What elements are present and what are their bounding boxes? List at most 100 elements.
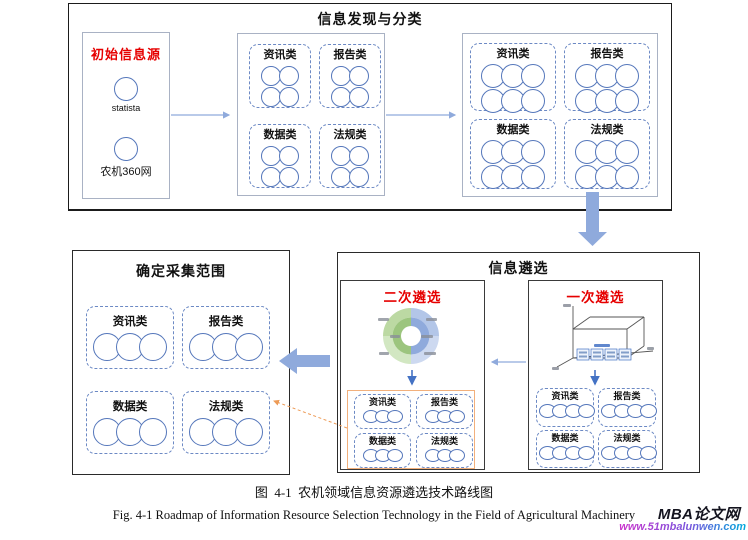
category-label: 资讯类 [551,391,579,401]
resource-circle [279,66,299,87]
category-box: 资讯类 [249,44,311,108]
category-circles [355,447,410,463]
category-box: 法规类 [319,124,381,188]
resource-circle [349,87,369,108]
category-circles [320,143,380,188]
watermark-site-url: www.51mbalunwen.com [619,521,746,533]
category-circles [565,138,649,190]
secondary-result-box: 资讯类 报告类 数据类 法规类 [347,390,475,469]
category-label: 报告类 [430,397,458,407]
category-box: 法规类 [598,430,657,468]
category-circles [250,143,310,188]
tiny-label [563,304,571,307]
resource-circle [261,87,281,108]
watermark-site-name: MBA论文网 [657,506,740,523]
resource-circle [448,449,465,463]
category-circles [599,444,657,461]
resource-circle [235,418,263,447]
category-circles [355,408,410,424]
donut-segment [411,317,430,355]
resource-circle [349,66,369,87]
category-label: 资讯类 [368,397,396,407]
resource-circle [521,140,545,165]
category-box: 法规类 [416,433,473,468]
resource-circle [331,87,351,108]
category-box: 法规类 [182,391,270,454]
resource-circle [386,410,403,424]
category-circles [471,62,555,114]
resource-circle [575,64,599,89]
resource-circle [640,404,657,419]
resource-circle [279,146,299,167]
tiny-label [390,335,400,338]
donut-segment [411,308,439,336]
source-label: statista [111,103,141,113]
scope-title: 确定采集范围 [136,263,226,279]
resource-circle [349,167,369,188]
resource-circle [331,167,351,188]
resource-circle [279,87,299,108]
donut-segment [383,308,411,336]
resource-circle [615,64,639,89]
resource-circle [279,167,299,188]
category-label: 法规类 [208,401,244,413]
category-box: 报告类 [319,44,381,108]
category-label: 数据类 [112,401,148,413]
cube-axis-labels [552,304,654,370]
resource-circle [139,418,167,447]
category-box: 数据类 [536,430,595,468]
category-box: 数据类 [86,391,174,454]
resource-circle [615,140,639,165]
resource-circle [261,167,281,188]
scope-section: 确定采集范围 资讯类 报告类 数据类 法规类 [72,250,290,475]
donut-segment [383,336,411,364]
category-circles [471,138,555,190]
resource-circle [261,66,281,87]
category-box: 报告类 [598,388,657,427]
category-box: 资讯类 [354,394,411,429]
initial-source-title: 初始信息源 [90,47,161,62]
resource-circle [578,404,595,419]
category-circles [183,329,269,362]
cube-item-box [590,348,604,361]
resource-circle [521,89,545,114]
category-circles [599,402,657,419]
figure-caption-en: Fig. 4-1 Roadmap of Information Resource… [112,508,636,522]
category-box: 报告类 [182,306,270,369]
category-box: 数据类 [249,124,311,188]
category-box: 资讯类 [86,306,174,369]
tiny-label [552,367,559,370]
donut-segment-labels [378,318,437,355]
category-label: 报告类 [613,391,641,401]
category-circles [87,329,173,362]
resource-circle [615,89,639,114]
resource-circle [615,165,639,190]
initial-source-box: 初始信息源 statista 农机360网 [82,32,170,199]
resource-circle [578,446,595,461]
resource-circle [261,146,281,167]
figure-caption-zh: 图 4-1 农机领域信息资源遴选技术路线图 [254,485,494,500]
category-label: 报告类 [208,316,244,328]
tiny-label [426,318,437,321]
category-label: 数据类 [368,436,396,446]
category-circles [417,408,472,424]
resource-circle [386,449,403,463]
category-circles [87,414,173,447]
category-box: 法规类 [564,119,650,190]
category-label: 资讯类 [263,49,297,61]
donut-segment [411,336,439,364]
tiny-label [424,352,436,355]
resource-circle [521,64,545,89]
cube-item-box [618,348,632,361]
expanded-categories-box: 资讯类 报告类 数据类 法规类 [462,33,658,197]
category-label: 数据类 [263,129,297,141]
resource-circle [448,410,465,424]
cube-item-box [604,348,618,361]
resource-circle [331,66,351,87]
category-box: 资讯类 [536,388,595,427]
primary-selection-title: 一次遴选 [566,290,625,305]
category-circles [183,414,269,447]
resource-circle [640,446,657,461]
tiny-label [421,335,433,338]
